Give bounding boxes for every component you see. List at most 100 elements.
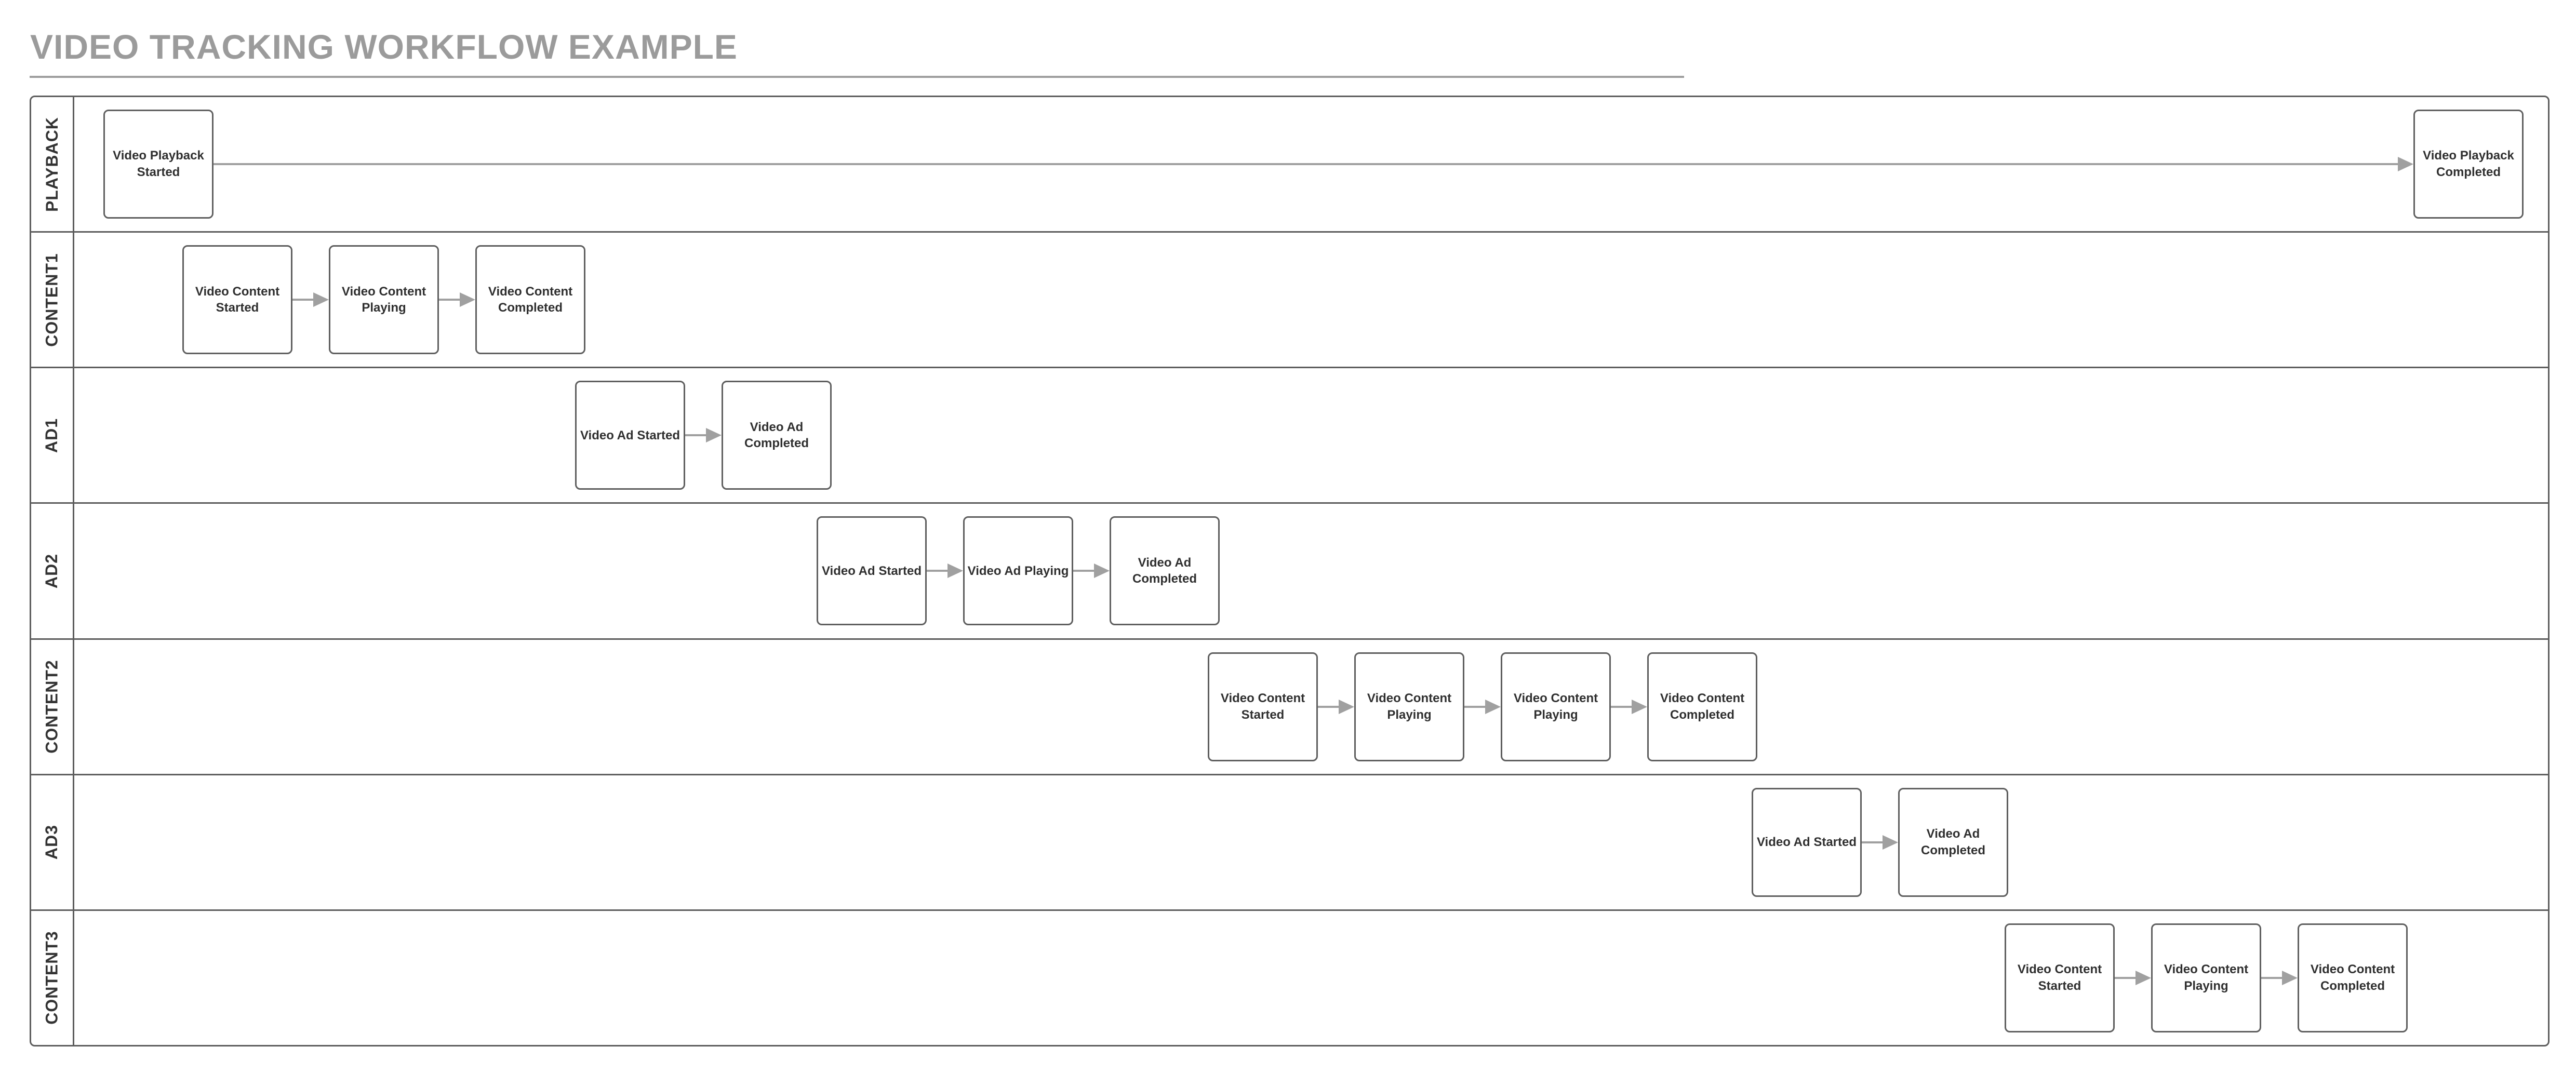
connector-arrow	[213, 157, 2413, 172]
lane-label: CONTENT1	[31, 233, 74, 367]
lane-content: Video Playback Started Video Playback Com…	[74, 97, 2548, 231]
lane-label: AD1	[31, 368, 74, 503]
arrow-head-icon	[706, 428, 722, 443]
connector-arrow	[2261, 970, 2298, 985]
connector-arrow	[1073, 563, 1110, 579]
connector-arrow	[1862, 835, 1898, 850]
node-label: Video Content Started	[1220, 691, 1305, 722]
node-label: Video Content Completed	[2310, 962, 2395, 993]
process-node: Video Ad Started	[575, 381, 685, 490]
arrow-line	[1611, 705, 1635, 708]
process-node: Video Content Playing	[1501, 652, 1611, 761]
lane-content: Video Content Started Video Content Playi…	[74, 911, 2548, 1045]
node-label: Video Ad Started	[580, 428, 680, 442]
connector-arrow	[685, 428, 722, 443]
arrow-head-icon	[947, 563, 963, 579]
arrow-head-icon	[1339, 699, 1354, 714]
node-label: Video Content Started	[2017, 962, 2102, 993]
node-label: Video Ad Playing	[967, 563, 1069, 578]
arrow-line	[439, 299, 463, 301]
connector-arrow	[1611, 699, 1647, 714]
lane-label: CONTENT2	[31, 639, 74, 774]
process-node: Video Ad Completed	[1898, 787, 2008, 897]
node-label: Video Content Playing	[2164, 962, 2249, 993]
node-label: Video Ad Started	[1756, 835, 1857, 849]
node-label: Video Content Completed	[488, 284, 573, 315]
node-label: Video Content Playing	[341, 284, 426, 315]
node-label: Video Playback Completed	[2423, 149, 2514, 180]
connector-arrow	[927, 563, 963, 579]
arrow-head-icon	[460, 292, 475, 307]
lane-label-text: AD3	[42, 825, 61, 860]
title-underline	[30, 76, 1684, 78]
lane-label-text: PLAYBACK	[42, 116, 61, 212]
arrow-line	[927, 570, 951, 572]
arrow-head-icon	[1094, 563, 1110, 579]
lane-label: CONTENT3	[31, 910, 74, 1045]
connector-arrow	[1318, 699, 1354, 714]
lane-label-text: AD2	[42, 553, 61, 588]
arrow-line	[213, 163, 2401, 166]
node-label: Video Playback Started	[113, 149, 204, 180]
connector-arrow	[1464, 699, 1501, 714]
lane-label: PLAYBACK	[31, 97, 74, 232]
lane-label-text: AD1	[42, 418, 61, 453]
swimlane-row-ad1: AD1 Video Ad Started Video Ad Completed	[31, 367, 2548, 503]
arrow-line	[1073, 570, 1097, 572]
lane-content: Video Ad Started Video Ad Completed	[74, 368, 2548, 502]
connector-arrow	[2115, 970, 2151, 985]
process-node: Video Ad Completed	[1110, 516, 1220, 626]
node-label: Video Content Completed	[1660, 691, 1745, 722]
arrow-line	[2261, 976, 2285, 979]
arrow-head-icon	[1883, 835, 1898, 850]
process-node: Video Content Completed	[475, 245, 585, 355]
arrow-line	[1318, 705, 1342, 708]
arrow-line	[2115, 976, 2139, 979]
lane-label-text: CONTENT1	[42, 252, 61, 347]
page-title: VIDEO TRACKING WORKFLOW EXAMPLE	[30, 28, 738, 66]
process-node: Video Content Playing	[2151, 923, 2261, 1032]
process-node: Video Ad Started	[1752, 787, 1862, 897]
arrow-head-icon	[2135, 970, 2151, 985]
arrow-line	[292, 299, 316, 301]
node-label: Video Content Playing	[1367, 691, 1452, 722]
arrow-head-icon	[1632, 699, 1647, 714]
process-node: Video Content Started	[2005, 923, 2115, 1032]
arrow-head-icon	[313, 292, 329, 307]
arrow-head-icon	[1485, 699, 1501, 714]
lane-label-text: CONTENT3	[42, 931, 61, 1025]
arrow-head-icon	[2398, 157, 2413, 172]
arrow-line	[1862, 841, 1886, 843]
process-node: Video Ad Playing	[963, 516, 1073, 626]
lane-label-text: CONTENT2	[42, 660, 61, 754]
swimlane-row-ad3: AD3 Video Ad Started Video Ad Completed	[31, 773, 2548, 909]
connector-arrow	[292, 292, 329, 307]
node-label: Video Ad Completed	[744, 420, 809, 451]
node-label: Video Ad Completed	[1920, 827, 1985, 857]
node-label: Video Content Started	[195, 284, 280, 315]
process-node: Video Ad Completed	[722, 381, 832, 490]
lane-label: AD2	[31, 504, 74, 638]
process-node: Video Content Playing	[329, 245, 439, 355]
process-node: Video Content Started	[1208, 652, 1318, 761]
process-node: Video Content Completed	[2298, 923, 2408, 1032]
connector-arrow	[439, 292, 475, 307]
process-node: Video Content Started	[182, 245, 292, 355]
arrow-line	[1464, 705, 1488, 708]
process-node: Video Playback Started	[103, 110, 213, 219]
lane-label: AD3	[31, 775, 74, 909]
process-node: Video Content Playing	[1354, 652, 1464, 761]
lane-content: Video Ad Started Video Ad Completed	[74, 775, 2548, 909]
node-label: Video Ad Completed	[1132, 555, 1197, 586]
arrow-head-icon	[2282, 970, 2298, 985]
arrow-line	[685, 434, 709, 437]
lane-content: Video Content Started Video Content Playi…	[74, 233, 2548, 367]
process-node: Video Playback Completed	[2413, 110, 2524, 219]
lane-content: Video Content Started Video Content Playi…	[74, 640, 2548, 774]
